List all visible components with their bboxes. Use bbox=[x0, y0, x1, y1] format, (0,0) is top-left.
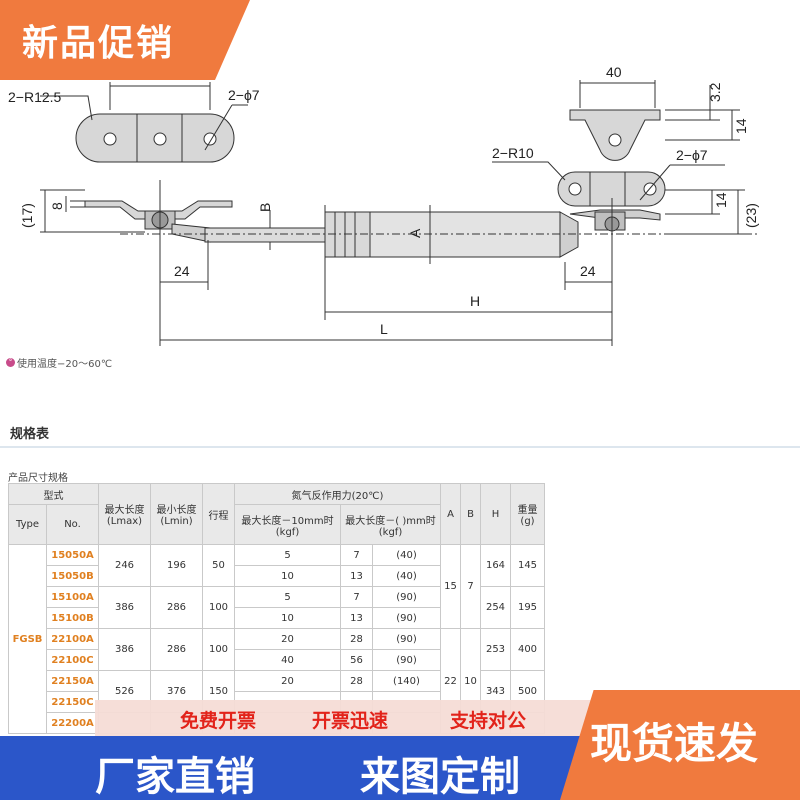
size-label: 产品尺寸规格 bbox=[8, 473, 68, 484]
force2-length-cell: (90) bbox=[372, 586, 441, 608]
spec-table: 型式 最大长度 (Lmax) 最小长度 (Lmin) 行程 氮气反作用力(20℃… bbox=[8, 483, 545, 734]
stroke-cell: 100 bbox=[202, 586, 235, 629]
lmin-cell: 196 bbox=[150, 544, 203, 587]
dim-2r125: 2−R12.5 bbox=[8, 89, 62, 105]
spec-heading: 规格表 bbox=[10, 427, 50, 442]
header-h: H bbox=[480, 483, 511, 545]
h-cell: 164 bbox=[480, 544, 511, 587]
ribbon-text-invoice: 免费开票 bbox=[180, 710, 257, 732]
dim-24-left: 24 bbox=[174, 263, 190, 279]
header-force1: 最大长度－10mm时 (kgf) bbox=[234, 504, 341, 545]
lmin-cell: 286 bbox=[150, 586, 203, 629]
force1-cell: 20 bbox=[234, 670, 341, 692]
dim-24-right: 24 bbox=[580, 263, 596, 279]
bottom-text-direct-sale: 厂家直销 bbox=[95, 754, 255, 800]
header-force: 氮气反作用力(20℃) bbox=[234, 483, 441, 505]
model-no[interactable]: 22150C bbox=[46, 691, 99, 713]
dim-2r10: 2−R10 bbox=[492, 145, 534, 161]
header-weight: 重量 (g) bbox=[510, 483, 545, 545]
dim-h: H bbox=[470, 293, 480, 309]
force2-length-cell: (40) bbox=[372, 544, 441, 566]
bottom-badge: 现货速发 bbox=[560, 690, 800, 800]
model-no[interactable]: 22200A bbox=[46, 712, 99, 734]
force2-cell: 28 bbox=[340, 670, 373, 692]
model-no[interactable]: 15100A bbox=[46, 586, 99, 608]
model-no[interactable]: 15100B bbox=[46, 607, 99, 629]
force2-cell: 7 bbox=[340, 586, 373, 608]
model-no[interactable]: 15050B bbox=[46, 565, 99, 587]
promo-ribbon bbox=[95, 700, 615, 736]
force1-cell: 20 bbox=[234, 628, 341, 650]
header-a: A bbox=[440, 483, 461, 545]
weight-cell: 400 bbox=[510, 628, 545, 671]
dim-17: (17) bbox=[19, 203, 35, 228]
weight-cell: 195 bbox=[510, 586, 545, 629]
temperature-text: 使用温度−20～60℃ bbox=[17, 359, 113, 370]
dim-phi7-left: 2−ϕ7 bbox=[228, 87, 260, 103]
stroke-cell: 50 bbox=[202, 544, 235, 587]
dim-8: 8 bbox=[49, 202, 65, 210]
force1-cell: 10 bbox=[234, 565, 341, 587]
stroke-cell: 100 bbox=[202, 628, 235, 671]
force2-cell: 13 bbox=[340, 565, 373, 587]
promo-banner-top: 新品促销 bbox=[0, 0, 250, 80]
ribbon-text-fast-invoice: 开票迅速 bbox=[312, 710, 389, 732]
force2-length-cell: (40) bbox=[372, 565, 441, 587]
lmax-cell: 246 bbox=[98, 544, 151, 587]
thermometer-icon: ° bbox=[6, 358, 15, 367]
ribbon-text-corporate: 支持对公 bbox=[450, 710, 527, 732]
force2-length-cell: (140) bbox=[372, 670, 441, 692]
force1-cell: 5 bbox=[234, 586, 341, 608]
lmin-cell: 286 bbox=[150, 628, 203, 671]
promo-banner-text: 新品促销 bbox=[22, 23, 175, 64]
temperature-note: ° 使用温度−20～60℃ bbox=[6, 355, 112, 370]
header-type: Type bbox=[8, 504, 47, 545]
h-cell: 253 bbox=[480, 628, 511, 671]
header-force2: 最大长度－( )mm时 (kgf) bbox=[340, 504, 441, 545]
dim-phi7-right: 2−ϕ7 bbox=[676, 147, 708, 163]
technical-drawing: 35 2−R12.5 2−ϕ7 40 3.2 14 2−R10 2−ϕ7 14 … bbox=[8, 64, 760, 346]
dim-3-2: 3.2 bbox=[707, 82, 723, 102]
force2-cell: 13 bbox=[340, 607, 373, 629]
b-cell: 7 bbox=[460, 544, 481, 629]
dim-a: A bbox=[407, 228, 423, 238]
divider bbox=[0, 446, 800, 448]
force1-cell: 10 bbox=[234, 607, 341, 629]
bottom-badge-text: 现货速发 bbox=[590, 719, 759, 768]
header-stroke: 行程 bbox=[202, 483, 235, 545]
dim-23: (23) bbox=[743, 203, 759, 228]
dim-14-mid: 14 bbox=[713, 192, 729, 208]
model-no[interactable]: 15050A bbox=[46, 544, 99, 566]
lmax-cell: 386 bbox=[98, 586, 151, 629]
force1-cell: 5 bbox=[234, 544, 341, 566]
dim-b: B bbox=[257, 203, 273, 212]
lmax-cell: 386 bbox=[98, 628, 151, 671]
header-b: B bbox=[460, 483, 481, 545]
h-cell: 254 bbox=[480, 586, 511, 629]
header-model: 型式 bbox=[8, 483, 99, 505]
force2-length-cell: (90) bbox=[372, 607, 441, 629]
force2-cell: 7 bbox=[340, 544, 373, 566]
dim-14-top: 14 bbox=[733, 118, 749, 134]
dim-40: 40 bbox=[606, 64, 622, 80]
force2-cell: 28 bbox=[340, 628, 373, 650]
model-no[interactable]: 22100C bbox=[46, 649, 99, 671]
header-lmin: 最小长度 (Lmin) bbox=[150, 483, 203, 545]
bottom-text-custom: 来图定制 bbox=[360, 754, 520, 800]
dim-l: L bbox=[380, 321, 388, 337]
force2-length-cell: (90) bbox=[372, 649, 441, 671]
model-no[interactable]: 22100A bbox=[46, 628, 99, 650]
type-cell: FGSB bbox=[8, 544, 47, 734]
header-lmax: 最大长度 (Lmax) bbox=[98, 483, 151, 545]
a-cell: 15 bbox=[440, 544, 461, 629]
force1-cell: 40 bbox=[234, 649, 341, 671]
header-no: No. bbox=[46, 504, 99, 545]
force2-cell: 56 bbox=[340, 649, 373, 671]
model-no[interactable]: 22150A bbox=[46, 670, 99, 692]
force2-length-cell: (90) bbox=[372, 628, 441, 650]
weight-cell: 145 bbox=[510, 544, 545, 587]
